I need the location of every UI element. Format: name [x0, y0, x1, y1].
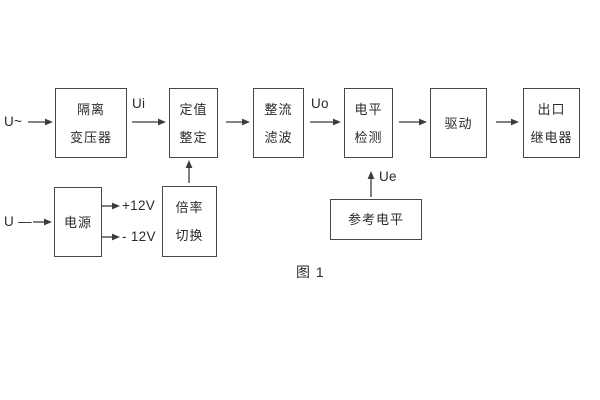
block-reference-level: 参考电平: [330, 199, 422, 240]
minus-12v-label: - 12V: [122, 229, 156, 244]
block-label: 参考电平: [347, 212, 404, 227]
block-label: 切换: [175, 228, 204, 243]
arrow-rectifier-to-level: [310, 118, 341, 126]
arrow-power-plus12: [102, 202, 120, 210]
arrow-level-to-drive: [399, 118, 427, 126]
block-label: 定值: [179, 101, 208, 117]
block-label: 整定: [179, 129, 208, 145]
block-label: 整流: [264, 101, 293, 117]
arrow-ratio-to-setting: [185, 160, 193, 183]
block-level-detect: 电平 检测: [344, 88, 393, 158]
uo-signal-label: Uo: [311, 96, 329, 111]
ac-input-label: U~: [4, 114, 23, 129]
arrow-drive-to-relay: [496, 118, 519, 126]
block-isolation-transformer: 隔离 变压器: [55, 88, 127, 158]
block-label: 出口: [537, 101, 566, 117]
dc-input-label: U —: [4, 214, 32, 229]
arrow-dc-input: [33, 218, 52, 226]
block-label: 电平: [354, 101, 383, 117]
block-label: 隔离: [76, 101, 105, 117]
block-value-setting: 定值 整定: [169, 88, 218, 158]
ue-signal-label: Ue: [379, 169, 397, 184]
block-drive: 驱动: [430, 88, 487, 158]
block-output-relay: 出口 继电器: [523, 88, 580, 158]
plus-12v-label: +12V: [122, 198, 156, 213]
figure-caption: 图 1: [296, 264, 325, 280]
arrow-power-minus12: [102, 233, 120, 241]
block-label: 检测: [354, 129, 383, 145]
ui-signal-label: Ui: [132, 96, 146, 111]
block-rectify-filter: 整流 滤波: [253, 88, 304, 158]
arrow-transformer-to-setting: [132, 118, 166, 126]
block-ratio-switch: 倍率 切换: [162, 186, 217, 257]
block-label: 继电器: [530, 129, 573, 145]
block-label: 驱动: [444, 115, 473, 131]
block-label: 滤波: [264, 129, 293, 145]
block-label: 变压器: [69, 129, 112, 145]
arrow-reference-to-level: [367, 171, 375, 197]
block-label: 倍率: [175, 200, 204, 215]
arrow-ac-input: [28, 118, 53, 126]
arrow-setting-to-rectifier: [226, 118, 250, 126]
block-power-supply: 电源: [54, 187, 102, 257]
block-label: 电源: [63, 214, 92, 230]
